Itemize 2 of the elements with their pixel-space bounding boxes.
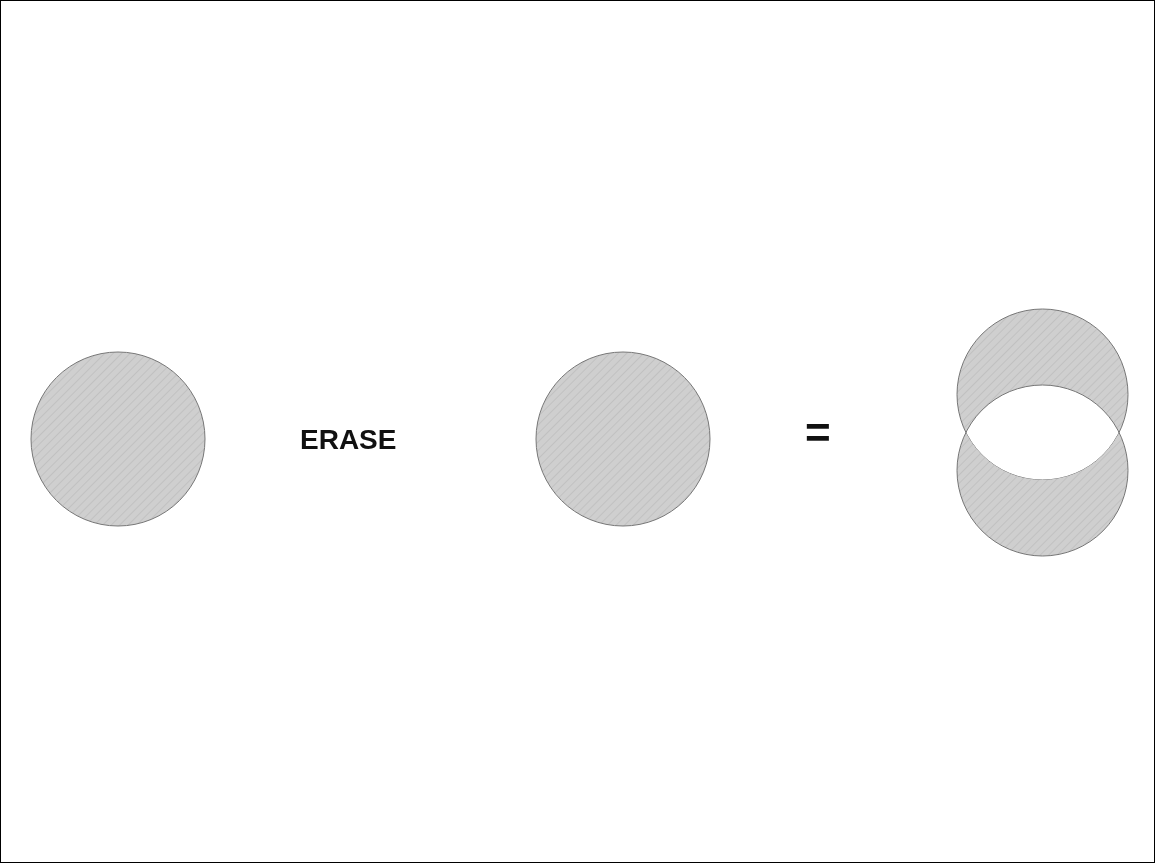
operation-word: ERASE [300,426,397,454]
equals-sign: = [805,411,831,455]
